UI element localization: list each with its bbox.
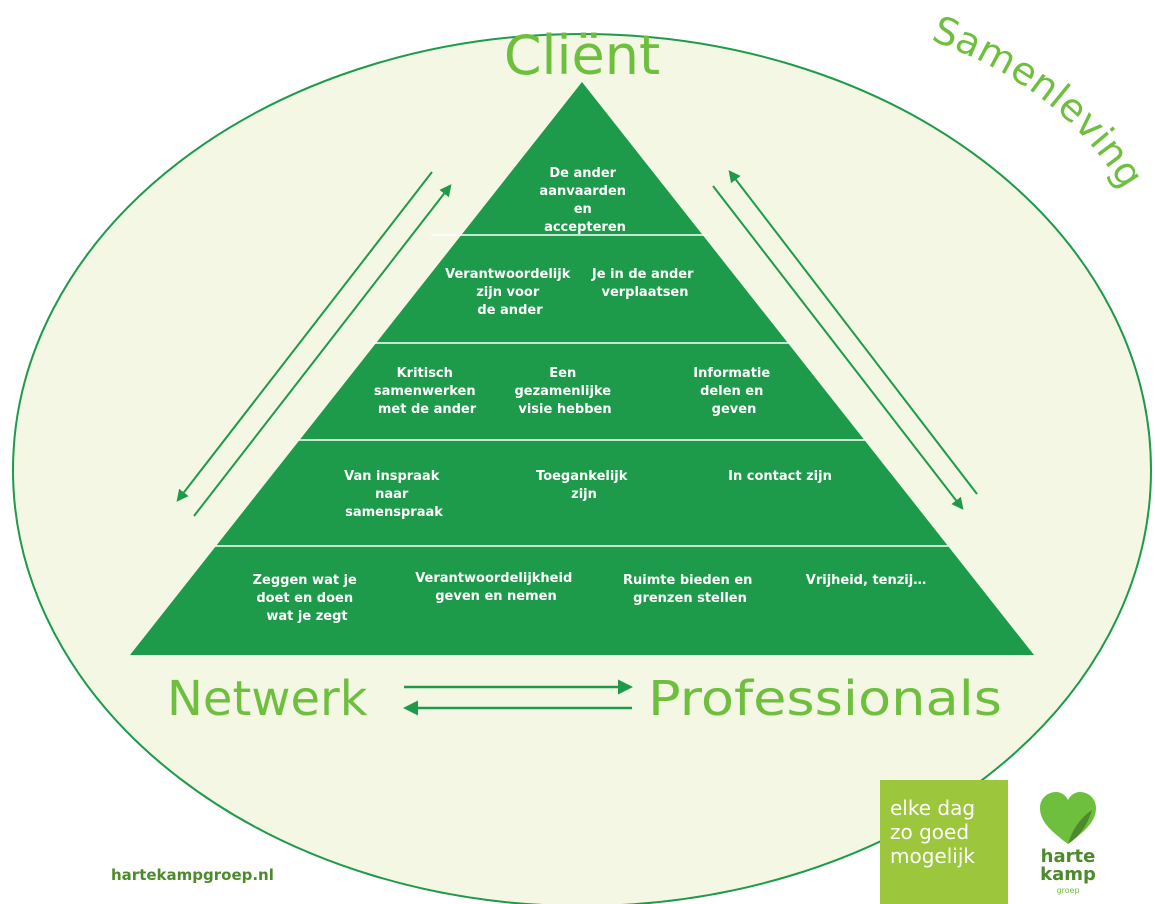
pyramid-triangle bbox=[130, 82, 1034, 655]
bottom-double-arrow bbox=[403, 679, 633, 716]
tier2-left-text: Verantwoordelijk zijn voor de ander bbox=[445, 267, 575, 318]
slogan-line: mogelijk bbox=[890, 844, 975, 868]
slogan-box: elke dag zo goed mogelijk bbox=[880, 780, 1008, 904]
tier4-right-text: In contact zijn bbox=[728, 469, 832, 484]
tier4-mid-text: Toegankelijk zijn bbox=[536, 469, 632, 502]
slogan-line: elke dag bbox=[890, 796, 976, 820]
tier5-text-4: Vrijheid, tenzij… bbox=[806, 573, 926, 588]
hartekamp-logo: harte kamp groep bbox=[1032, 786, 1132, 902]
arrow-left-down bbox=[176, 171, 433, 502]
website-url[interactable]: hartekampgroep.nl bbox=[111, 866, 274, 884]
tier5-text-2: Verantwoordelijkheid geven en nemen bbox=[415, 571, 577, 604]
logo-subtitle: groep bbox=[1056, 886, 1080, 895]
left-double-arrow bbox=[176, 171, 452, 517]
arrow-left-up bbox=[193, 184, 452, 517]
netwerk-label: Netwerk bbox=[167, 671, 368, 727]
heart-icon bbox=[1040, 792, 1096, 844]
tier5-text-1: Zeggen wat je doet en doen wat je zegt bbox=[253, 573, 362, 624]
slogan-line: zo goed bbox=[890, 820, 970, 844]
arrow-right-down bbox=[712, 185, 964, 510]
tier1-text: De ander aanvaarden en accepteren bbox=[539, 166, 630, 235]
tier2-right-text: Je in de ander verplaatsen bbox=[591, 267, 698, 300]
tier3-left-text: Kritisch samenwerken met de ander bbox=[374, 366, 480, 417]
tier3-mid-text: Een gezamenlijke visie hebben bbox=[514, 366, 615, 417]
pyramid: De ander aanvaarden en accepteren Verant… bbox=[130, 82, 1034, 655]
tier5-text-3: Ruimte bieden en grenzen stellen bbox=[623, 573, 757, 606]
tier3-right-text: Informatie delen en geven bbox=[693, 366, 774, 417]
right-double-arrow bbox=[712, 170, 978, 510]
client-label: Cliënt bbox=[504, 24, 660, 87]
professionals-label: Professionals bbox=[648, 671, 1002, 727]
arrow-right-up bbox=[728, 170, 978, 495]
tier4-left-text: Van inspraak naar samenspraak bbox=[344, 469, 444, 520]
logo-wordmark: harte kamp bbox=[1040, 846, 1096, 885]
